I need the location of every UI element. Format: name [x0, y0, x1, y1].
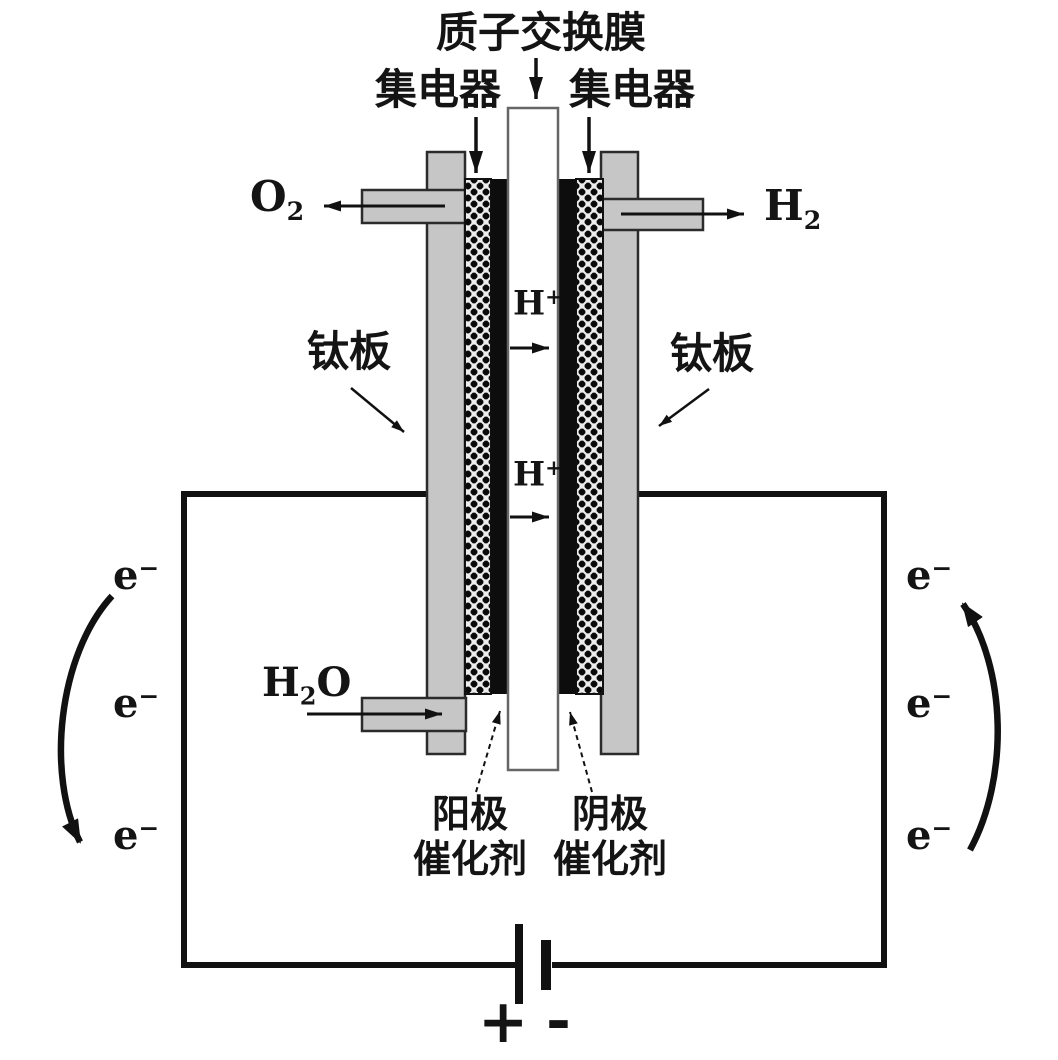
collector-right-label: 集电器 — [569, 65, 696, 114]
proton-label-1: H+ — [513, 283, 563, 324]
titanium-left-pointer-arrow — [350, 387, 405, 433]
circuit-wire-right — [552, 491, 887, 968]
membrane-label: 质子交换膜 — [436, 8, 647, 57]
electron-label-right-1: e− — [906, 552, 953, 599]
electron-label-left-2: e− — [113, 680, 160, 727]
electron-label-left-1: e− — [113, 552, 160, 599]
anode-catalyst-pointer-arrow — [475, 710, 501, 793]
electron-label-right-2: e− — [906, 680, 953, 727]
battery-plus-label: + — [478, 987, 529, 1057]
proton-label-2: H+ — [513, 454, 563, 495]
collector-left-label: 集电器 — [375, 65, 502, 114]
anode-catalyst-label: 阳极 催化剂 — [412, 792, 527, 881]
cathode-catalyst-label: 阴极 催化剂 — [552, 792, 667, 881]
proton-exchange-membrane — [506, 106, 560, 772]
current-collector-left — [464, 178, 492, 695]
titanium-plate-left — [425, 150, 467, 756]
anode-catalyst-layer — [491, 179, 509, 694]
titanium-right-label: 钛板 — [670, 329, 755, 378]
oxygen-label: O2 — [250, 172, 305, 226]
electron-flow-arrow-right — [960, 602, 1001, 852]
cathode-catalyst-layer — [557, 179, 576, 694]
battery-plate-short — [541, 940, 551, 990]
electron-flow-arrow-left — [57, 593, 115, 844]
current-collector-right — [575, 178, 604, 695]
battery-plate-long — [515, 924, 523, 1004]
water-label: H2O — [262, 659, 352, 711]
titanium-right-pointer-arrow — [658, 387, 710, 428]
cathode-catalyst-pointer-arrow — [569, 711, 593, 793]
electron-label-left-3: e− — [113, 812, 160, 859]
titanium-plate-right — [599, 150, 640, 756]
electron-label-right-3: e− — [906, 812, 953, 859]
circuit-wire-left — [181, 491, 516, 968]
titanium-left-label: 钛板 — [307, 327, 392, 376]
hydrogen-label: H2 — [764, 181, 822, 235]
battery-minus-label: - — [546, 985, 571, 1055]
